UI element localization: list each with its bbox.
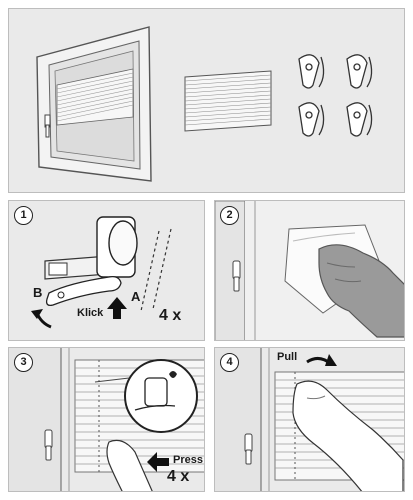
step-number-badge: 3 [14, 353, 33, 372]
bracket-icon [346, 102, 373, 137]
action-label: Press [173, 454, 203, 466]
label-a: A [131, 289, 141, 304]
step-3-panel: 3 Press 4 x [8, 347, 205, 492]
overview-panel [8, 8, 405, 193]
window-illustration [36, 26, 152, 182]
step-1-panel: 1 B A Klick 4 x [8, 200, 205, 341]
action-label: Klick [77, 307, 104, 319]
bracket-icon [298, 102, 325, 137]
step-number-badge: 2 [220, 206, 239, 225]
arrow-left-icon [147, 452, 169, 472]
press-illustration [9, 348, 204, 491]
bracket-icon [346, 54, 373, 89]
count-label: 4 x [159, 307, 182, 324]
step-number-badge: 1 [14, 206, 33, 225]
step-4-panel: 4 Pull [214, 347, 405, 492]
overview-illustration [36, 26, 373, 182]
cleaning-illustration [215, 201, 404, 340]
bracket-icon [298, 54, 325, 89]
step-number-badge: 4 [220, 353, 239, 372]
action-label: Pull [277, 351, 298, 363]
step-2-panel: 2 [214, 200, 405, 341]
blind-illustration [184, 70, 272, 132]
drop-icon [169, 371, 177, 378]
curved-arrow-icon [325, 354, 337, 366]
arrow-up-icon [107, 297, 127, 319]
pull-illustration [215, 348, 404, 491]
rotate-arrow-icon [31, 309, 43, 319]
bracket-mount-illustration [31, 216, 172, 329]
label-b: B [33, 285, 43, 300]
count-label: 4 x [167, 468, 190, 485]
